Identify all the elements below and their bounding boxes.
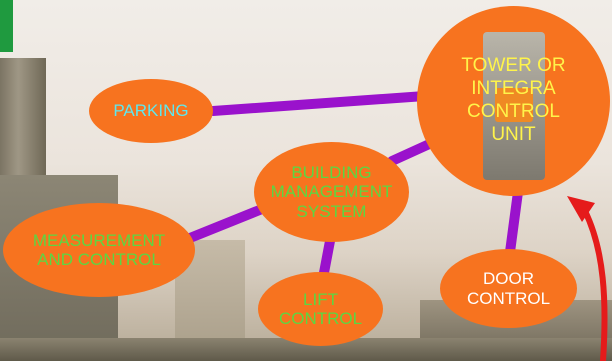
node-tower-control-unit: TOWER OR INTEGRA CONTROL UNIT bbox=[417, 6, 610, 196]
arrowhead-icon bbox=[567, 196, 595, 222]
background-ground bbox=[0, 338, 612, 361]
node-tower-label: TOWER OR INTEGRA CONTROL UNIT bbox=[461, 55, 566, 145]
control-unit-device-icon bbox=[483, 32, 545, 180]
connector-bms-measurement bbox=[180, 204, 267, 245]
node-door-label: DOOR CONTROL bbox=[466, 269, 551, 308]
arrow-door-to-tower bbox=[582, 208, 608, 361]
node-parking-label: PARKING bbox=[113, 101, 189, 121]
node-building-management-system: BUILDING MANAGEMENT SYSTEM bbox=[254, 142, 409, 242]
node-lift-control: LIFT CONTROL bbox=[258, 272, 383, 346]
connector-bms-lift bbox=[318, 236, 335, 283]
node-parking: PARKING bbox=[89, 79, 213, 143]
node-measurement-label: MEASUREMENT AND CONTROL bbox=[32, 230, 166, 269]
connector-tower-door bbox=[505, 187, 523, 257]
device-screen-icon bbox=[495, 88, 533, 122]
node-measurement-and-control: MEASUREMENT AND CONTROL bbox=[3, 203, 195, 297]
node-lift-label: LIFT CONTROL bbox=[278, 289, 363, 328]
node-door-control: DOOR CONTROL bbox=[440, 249, 577, 328]
node-bms-label: BUILDING MANAGEMENT SYSTEM bbox=[270, 163, 393, 221]
connector-parking-tower bbox=[208, 91, 430, 116]
green-accent-bar bbox=[0, 0, 13, 52]
